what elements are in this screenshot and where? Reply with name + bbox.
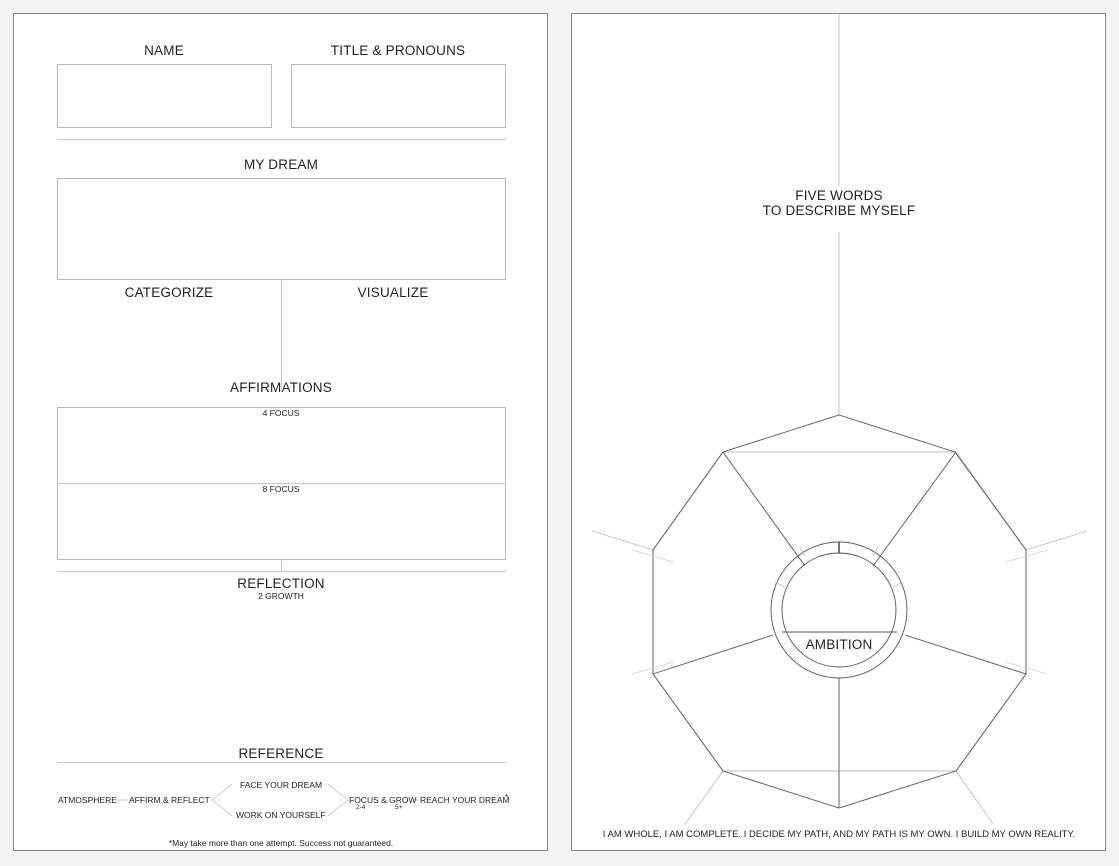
ambition-label: AMBITION (805, 637, 873, 652)
left-worksheet-page: NAME TITLE & PRONOUNS MY DREAM CATEGORIZ… (13, 13, 548, 851)
ambition-star-diagram (591, 14, 1088, 825)
reflection-label: REFLECTION (237, 576, 325, 591)
reference-focus-grow: FOCUS & GROW (349, 795, 417, 805)
reflection-divider (57, 571, 506, 572)
affirmations-label: AFFIRMATIONS (230, 380, 332, 395)
title-pronouns-field[interactable] (291, 64, 506, 128)
reference-reach-your-dream: REACH YOUR DREAM (420, 795, 510, 805)
eight-focus-label: 8 FOCUS (262, 484, 300, 494)
reference-face-your-dream: FACE YOUR DREAM (240, 780, 323, 790)
four-focus-label: 4 FOCUS (262, 408, 300, 418)
five-words-label-line1: FIVE WORDS (795, 188, 883, 203)
footnote: *May take more than one attempt. Success… (168, 838, 394, 848)
reference-title: REFERENCE (238, 746, 324, 761)
visualize-label: VISUALIZE (357, 285, 429, 300)
my-dream-label: MY DREAM (243, 157, 319, 172)
categorize-label: CATEGORIZE (124, 285, 214, 300)
section-divider (57, 139, 506, 140)
affirmations-divider (57, 483, 506, 484)
name-label: NAME (144, 43, 184, 58)
five-words-label-line2: TO DESCRIBE MYSELF (762, 203, 916, 218)
two-growth-label: 2 GROWTH (258, 591, 304, 601)
mantra-text: I AM WHOLE, I AM COMPLETE. I DECIDE MY P… (602, 829, 1076, 840)
reference-atmosphere: ATMOSPHERE (58, 795, 117, 805)
name-field[interactable] (57, 64, 272, 128)
reference-range-5-plus: 5+ (395, 804, 403, 811)
right-worksheet-page: FIVE WORDS TO DESCRIBE MYSELF AMBITION I… (571, 13, 1106, 851)
reference-range-2-4: 2-4 (356, 804, 366, 811)
my-dream-field[interactable] (57, 178, 506, 280)
reference-work-on-yourself: WORK ON YOURSELF (236, 810, 326, 820)
reference-flow-lines (117, 783, 419, 817)
title-pronouns-label: TITLE & PRONOUNS (330, 43, 466, 58)
reference-affirm-reflect: AFFIRM & REFLECT (129, 795, 210, 805)
reflection-connector (281, 560, 282, 571)
center-connector-line (281, 280, 282, 388)
reference-divider (57, 762, 506, 763)
reference-asterisk: * (505, 792, 509, 802)
